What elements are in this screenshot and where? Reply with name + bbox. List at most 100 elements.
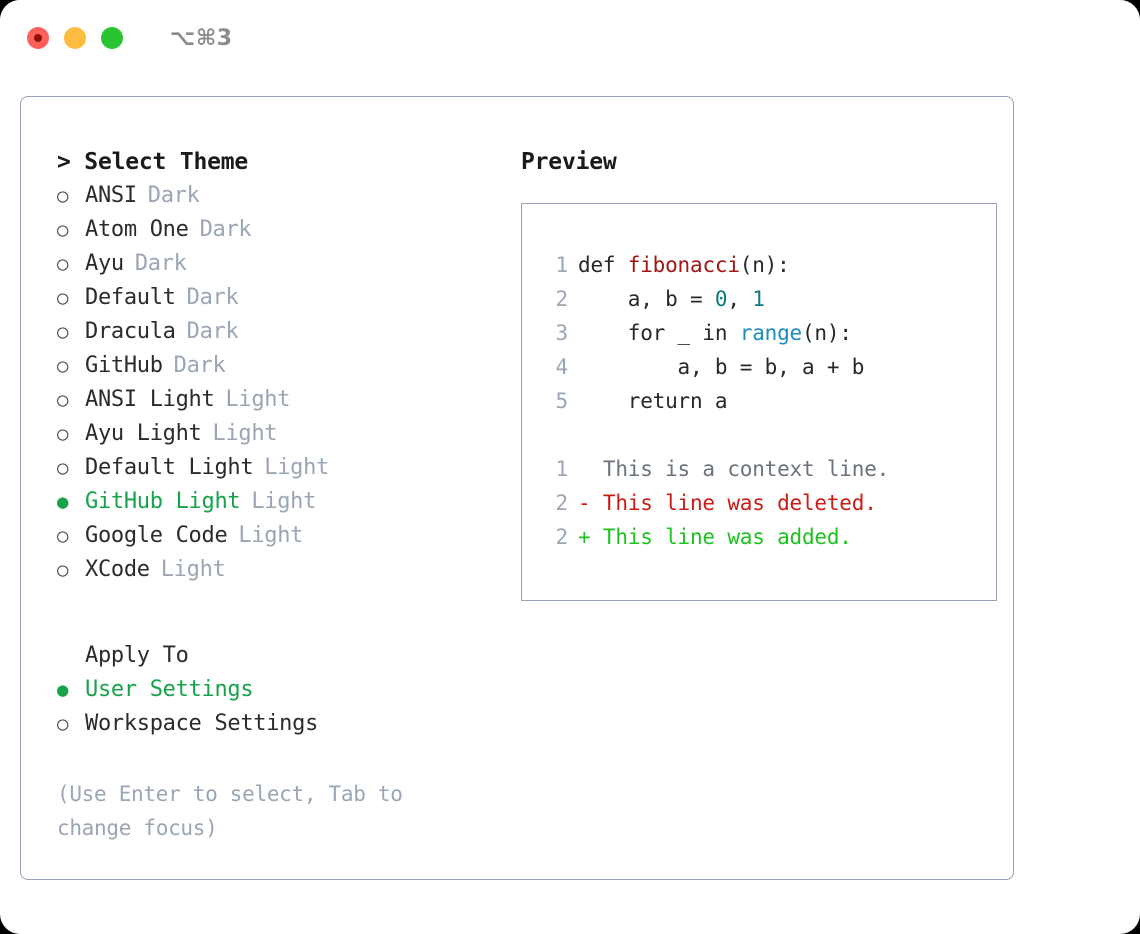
code-token-plain: for _ in (578, 321, 740, 345)
code-line: 4 a, b = b, a + b (540, 350, 996, 384)
code-line-content: for _ in range(n): (578, 316, 852, 350)
apply-to-option-label: Workspace Settings (85, 711, 319, 736)
theme-option-ayu[interactable]: ○ Ayu Dark (57, 247, 501, 281)
keyboard-hint: (Use Enter to select, Tab to change focu… (57, 782, 403, 840)
theme-option-variant: Dark (173, 353, 226, 378)
theme-option-variant: Dark (199, 217, 252, 242)
code-line-number: 3 (555, 321, 569, 345)
radio-unselected-icon: ○ (57, 253, 69, 275)
diff-sample: 1 This is a context line.2- This line wa… (540, 452, 996, 554)
theme-option-variant: Light (238, 523, 304, 548)
theme-option-variant: Light (264, 455, 330, 480)
apply-to-option-workspace-settings[interactable]: ○ Workspace Settings (57, 707, 501, 741)
theme-option-label: Ayu Light (85, 421, 202, 446)
radio-unselected-icon: ○ (57, 525, 69, 547)
traffic-lights (27, 27, 123, 49)
code-token-num: 1 (752, 287, 765, 311)
code-line-content: a, b = 0, 1 (578, 282, 765, 316)
code-line-number: 5 (555, 389, 569, 413)
diff-marker: - (578, 491, 603, 515)
diff-line-number: 1 (555, 457, 569, 481)
theme-option-label: Default (85, 285, 176, 310)
radio-unselected-icon: ○ (57, 219, 69, 241)
code-line-number: 4 (555, 355, 569, 379)
diff-line-number: 2 (555, 525, 569, 549)
diff-line-number: 2 (555, 491, 569, 515)
theme-option-google-code[interactable]: ○ Google Code Light (57, 519, 501, 553)
theme-option-label: ANSI Light (85, 387, 215, 412)
theme-option-label: Google Code (85, 523, 228, 548)
select-theme-heading: > Select Theme (57, 149, 249, 175)
theme-option-label: XCode (85, 557, 150, 582)
diff-line-ctx: 1 This is a context line. (540, 452, 996, 486)
maximize-button[interactable] (101, 27, 123, 49)
code-token-plain: (n): (801, 321, 852, 345)
radio-selected-icon: ● (57, 491, 69, 513)
code-line: 5 return a (540, 384, 996, 418)
code-token-num: 0 (714, 287, 728, 311)
close-button[interactable] (27, 27, 49, 49)
theme-option-variant: Dark (147, 183, 200, 208)
radio-unselected-icon: ○ (57, 287, 69, 309)
theme-option-variant: Light (160, 557, 226, 582)
apply-to-heading: Apply To (85, 643, 189, 668)
radio-unselected-icon: ○ (57, 355, 69, 377)
code-line-content: a, b = b, a + b (578, 350, 865, 384)
code-token-plain: , (727, 287, 753, 311)
theme-option-label: Dracula (85, 319, 176, 344)
code-diff-separator (540, 418, 996, 452)
radio-unselected-icon: ○ (57, 457, 69, 479)
radio-unselected-icon: ○ (57, 321, 69, 343)
code-token-plain: (n): (739, 253, 790, 277)
diff-line-add: 2+ This line was added. (540, 520, 996, 554)
minimize-button[interactable] (64, 27, 86, 49)
code-token-fn: fibonacci (627, 253, 740, 277)
code-token-plain: a, b = (578, 287, 715, 311)
theme-option-dracula[interactable]: ○ Dracula Dark (57, 315, 501, 349)
apply-to-option-label: User Settings (85, 677, 254, 702)
title-bar: ⌥⌘3 (0, 0, 1140, 76)
diff-line-text: This line was deleted. (602, 491, 877, 515)
theme-option-variant: Dark (186, 319, 239, 344)
code-token-plain: def (578, 253, 628, 277)
diff-line-del: 2- This line was deleted. (540, 486, 996, 520)
diff-marker (578, 452, 603, 486)
diff-line-text: This is a context line. (602, 457, 890, 481)
code-line-content: def fibonacci(n): (578, 248, 790, 282)
diff-marker: + (578, 525, 603, 549)
theme-option-variant: Light (225, 387, 291, 412)
theme-option-default-light[interactable]: ○ Default Light Light (57, 451, 501, 485)
theme-option-label: ANSI (85, 183, 137, 208)
radio-unselected-icon: ○ (57, 713, 69, 735)
keyboard-shortcut-label: ⌥⌘3 (170, 25, 233, 51)
radio-selected-icon: ● (57, 679, 69, 701)
code-line: 2 a, b = 0, 1 (540, 282, 996, 316)
radio-unselected-icon: ○ (57, 185, 69, 207)
code-line-number: 2 (555, 287, 569, 311)
theme-option-xcode[interactable]: ○ XCode Light (57, 553, 501, 587)
theme-option-variant: Dark (134, 251, 187, 276)
apply-to-option-user-settings[interactable]: ● User Settings (57, 673, 501, 707)
theme-option-ansi[interactable]: ○ ANSI Dark (57, 179, 501, 213)
theme-option-label: Ayu (85, 251, 124, 276)
apply-to-list: ● User Settings ○ Workspace Settings (57, 673, 501, 741)
theme-option-label: GitHub Light (85, 489, 241, 514)
radio-unselected-icon: ○ (57, 423, 69, 445)
code-token-call: range (739, 321, 802, 345)
code-token-plain: return a (578, 389, 728, 413)
theme-option-label: Default Light (85, 455, 254, 480)
radio-unselected-icon: ○ (57, 559, 69, 581)
